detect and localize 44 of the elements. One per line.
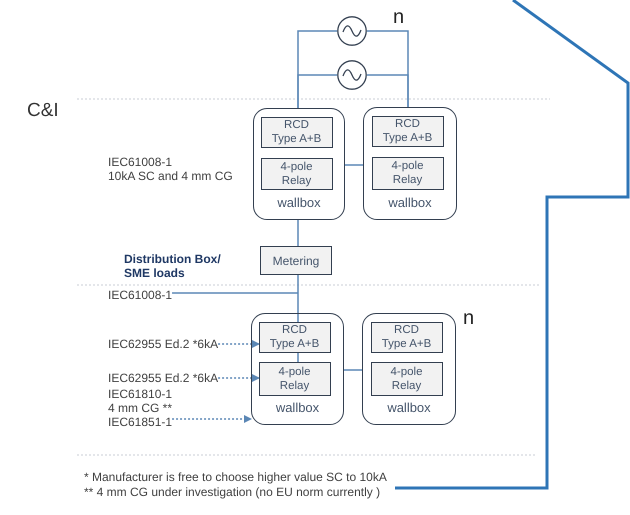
- standard-note: IEC61851-1: [108, 415, 172, 429]
- connector-line: [344, 369, 362, 371]
- standard-note: IEC61008-1: [108, 288, 172, 302]
- connector-line: [297, 220, 299, 246]
- arrow: [218, 340, 260, 348]
- standard-note: IEC61008-1: [108, 155, 172, 169]
- arrow: [218, 374, 260, 382]
- wallbox-box: [363, 107, 457, 220]
- component-box: 4-pole Relay: [258, 362, 330, 396]
- component-box: 4-pole Relay: [372, 156, 444, 190]
- component-box: RCD Type A+B: [372, 116, 444, 146]
- wallbox-label: wallbox: [388, 195, 432, 210]
- component-box: RCD Type A+B: [370, 322, 442, 352]
- wallbox-box: [253, 108, 345, 220]
- connector-line: [172, 292, 298, 294]
- standard-note: 10kA SC and 4 mm CG: [108, 169, 233, 183]
- standard-note: 4 mm CG **: [108, 401, 172, 415]
- phase-count-label: n: [463, 307, 474, 329]
- connector-line: [345, 164, 363, 166]
- component-box: 4-pole Relay: [370, 362, 442, 396]
- component-box: RCD Type A+B: [258, 322, 330, 352]
- standard-note: IEC61810-1: [108, 387, 172, 401]
- connector-line: [297, 353, 299, 362]
- section-label: Distribution Box/ SME loads: [124, 252, 222, 280]
- wallbox-label: wallbox: [277, 195, 321, 210]
- wallbox-box: [251, 313, 344, 425]
- footnote: ** 4 mm CG under investigation (no EU norm currently ): [84, 485, 380, 499]
- ac-source-symbol: [337, 16, 367, 46]
- wallbox-label: wallbox: [276, 400, 320, 415]
- component-box: 4-pole Relay: [260, 158, 332, 190]
- connector-line: [297, 74, 337, 108]
- footnote: * Manufacturer is free to choose higher value SC to 10kA: [84, 470, 387, 484]
- connector-line: [367, 74, 409, 107]
- metering-box: Metering: [260, 246, 332, 275]
- standard-note: IEC62955 Ed.2 *6kA: [108, 337, 218, 351]
- wallbox-box: [362, 313, 456, 425]
- section-label: C&I: [27, 100, 59, 122]
- component-box: RCD Type A+B: [260, 116, 332, 148]
- standard-note: IEC62955 Ed.2 *6kA: [108, 371, 218, 385]
- phase-count-label: n: [393, 6, 404, 28]
- ac-source-symbol: [337, 60, 367, 90]
- wallbox-label: wallbox: [387, 400, 431, 415]
- arrow: [172, 415, 252, 423]
- connector-line: [297, 275, 299, 322]
